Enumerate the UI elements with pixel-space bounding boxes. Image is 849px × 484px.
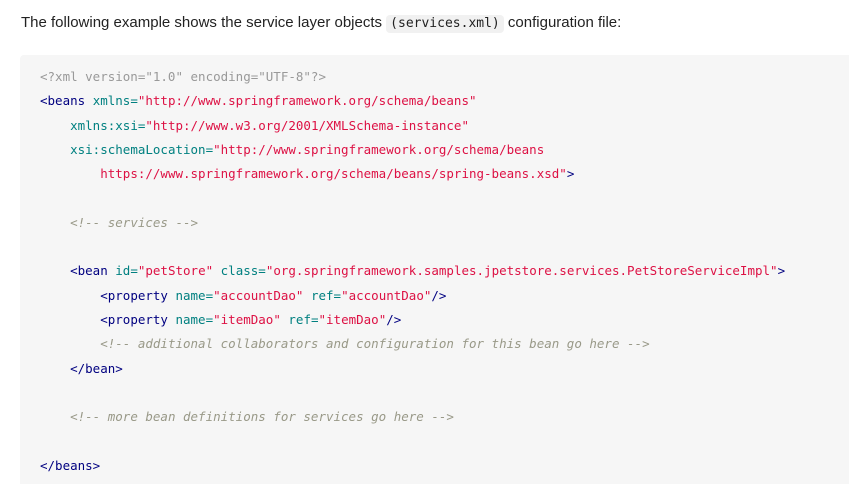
code-token-plain xyxy=(40,118,70,133)
code-token-tag: /> xyxy=(431,287,447,303)
code-token-string: https://www.springframework.org/schema/b… xyxy=(100,166,567,182)
code-token-tag: <beans xyxy=(40,93,86,109)
intro-paragraph: The following example shows the service … xyxy=(0,0,849,34)
code-token-string: "org.springframework.samples.jpetstore.s… xyxy=(265,263,778,279)
code-token-tag: <property xyxy=(100,287,168,303)
inline-code-filename: (services.xml) xyxy=(386,15,504,33)
code-token-plain xyxy=(40,336,100,351)
code-token-plain xyxy=(40,361,70,376)
code-token-plain xyxy=(40,312,100,327)
code-token-tag: </beans> xyxy=(40,457,101,473)
code-token-plain xyxy=(85,93,93,108)
code-token-attr: ref= xyxy=(288,311,319,327)
code-token-string: "itemDao" xyxy=(318,311,387,327)
code-token-string: "accountDao" xyxy=(213,287,304,303)
code-line xyxy=(40,186,833,210)
code-token-attr: xmlns= xyxy=(92,93,138,109)
code-token-tag: </bean> xyxy=(70,360,123,376)
code-token-attr: ref= xyxy=(310,287,342,303)
code-line: <bean id="petStore" class="org.springfra… xyxy=(40,259,833,283)
code-line: https://www.springframework.org/schema/b… xyxy=(40,162,833,186)
code-line xyxy=(40,429,833,453)
code-token-plain xyxy=(40,409,70,424)
code-token-string: "http://www.springframework.org/schema/b… xyxy=(137,93,477,109)
code-token-comment: <!-- more bean definitions for services … xyxy=(70,409,454,425)
code-token-plain xyxy=(40,166,100,181)
code-line: <?xml version="1.0" encoding="UTF-8"?> xyxy=(40,65,833,89)
code-line: <!-- additional collaborators and config… xyxy=(40,332,833,356)
code-token-tag: <bean xyxy=(70,263,108,279)
code-token-comment: <!-- additional collaborators and config… xyxy=(100,336,650,352)
intro-text-after: configuration file: xyxy=(503,14,622,31)
code-token-attr: name= xyxy=(175,287,214,303)
code-token-plain xyxy=(40,142,70,157)
code-token-plain xyxy=(40,215,70,230)
code-token-attr: xmlns:xsi= xyxy=(70,117,146,133)
code-token-attr: id= xyxy=(115,263,138,279)
code-line: <!-- services --> xyxy=(40,211,833,235)
code-line: <beans xmlns="http://www.springframework… xyxy=(40,89,833,113)
code-token-attr: class= xyxy=(220,263,266,279)
code-token-string: "petStore" xyxy=(137,263,214,279)
code-token-comment: <!-- services --> xyxy=(70,214,199,230)
code-block: <?xml version="1.0" encoding="UTF-8"?> <b… xyxy=(20,55,849,484)
code-line: <!-- more bean definitions for services … xyxy=(40,405,833,429)
code-token-tag: <property xyxy=(100,311,168,327)
code-line: <property name="itemDao" ref="itemDao"/> xyxy=(40,308,833,332)
intro-text-before: The following example shows the service … xyxy=(21,14,387,31)
code-token-tag: /> xyxy=(386,311,402,327)
code-token-string: "http://www.springframework.org/schema/b… xyxy=(213,141,545,157)
code-token-attr: xsi:schemaLocation= xyxy=(70,141,214,157)
code-token-plain xyxy=(213,263,221,278)
code-line xyxy=(40,381,833,405)
code-token-plain xyxy=(40,288,100,303)
code-token-plain xyxy=(40,263,70,278)
code-token-plain xyxy=(303,288,311,303)
code-token-tag: > xyxy=(777,263,786,279)
code-token-attr: name= xyxy=(175,311,214,327)
code-xml-listing: <?xml version="1.0" encoding="UTF-8"?> <b… xyxy=(40,65,833,478)
code-line: </beans> xyxy=(40,454,833,478)
code-token-tag: > xyxy=(566,166,575,182)
code-token-string: "itemDao" xyxy=(213,311,281,327)
code-line xyxy=(40,235,833,259)
code-token-string: "http://www.w3.org/2001/XMLSchema-instan… xyxy=(145,117,469,133)
code-line: xmlns:xsi="http://www.w3.org/2001/XMLSch… xyxy=(40,114,833,138)
code-token-string: "accountDao" xyxy=(341,287,432,303)
code-line: <property name="accountDao" ref="account… xyxy=(40,284,833,308)
code-line: </bean> xyxy=(40,357,833,381)
code-token-meta: <?xml version="1.0" encoding="UTF-8"?> xyxy=(40,69,326,84)
code-line: xsi:schemaLocation="http://www.springfra… xyxy=(40,138,833,162)
